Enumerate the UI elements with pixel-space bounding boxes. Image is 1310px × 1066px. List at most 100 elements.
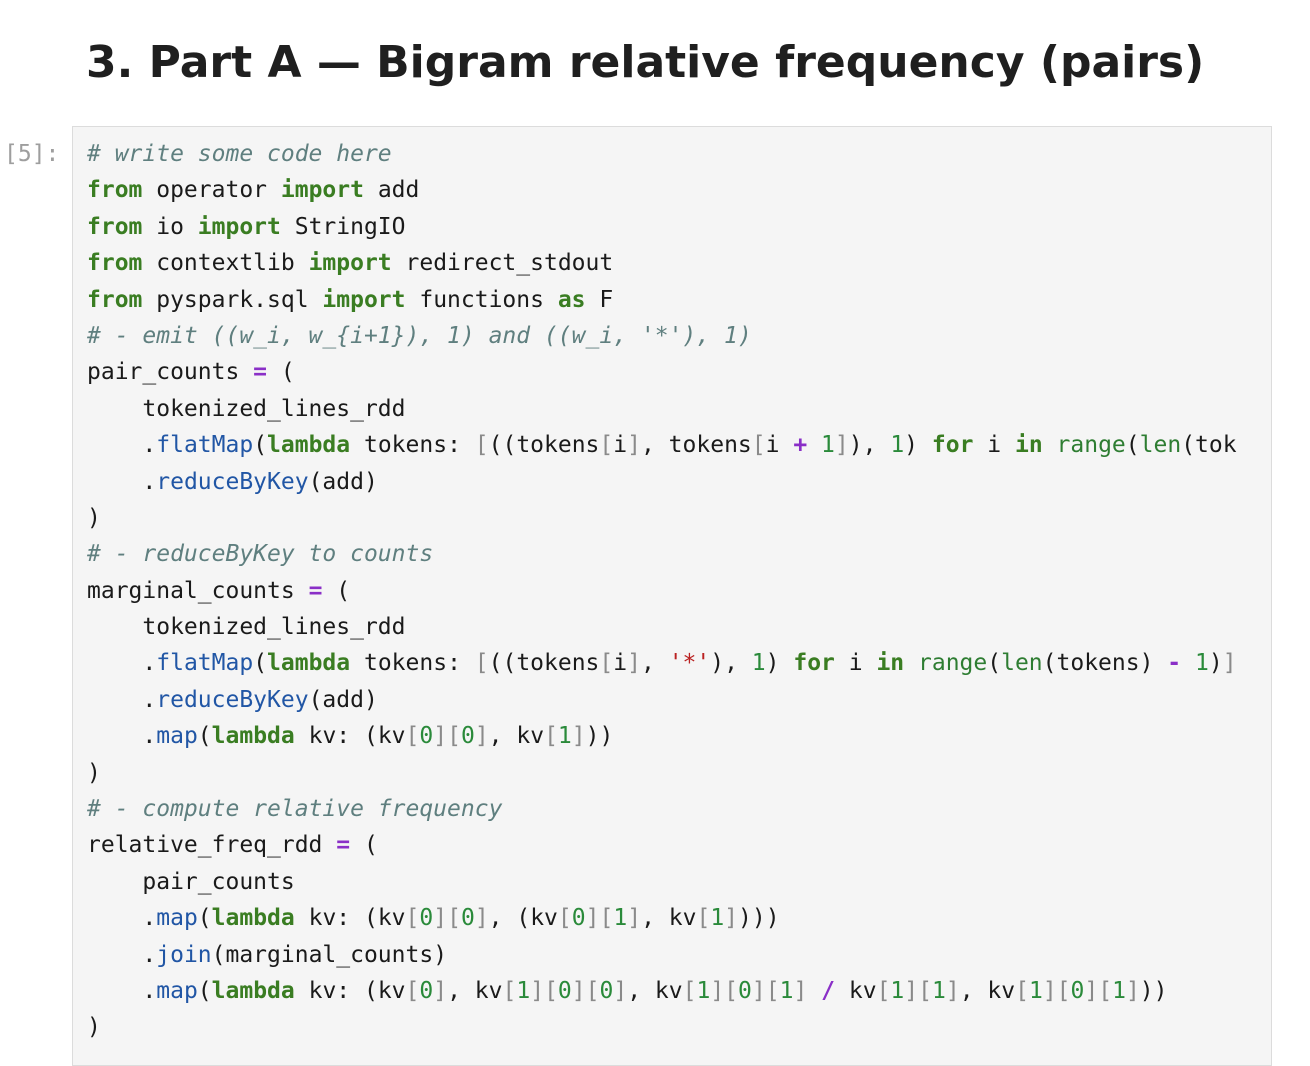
code-token: . (87, 686, 157, 713)
code-token: 1 (557, 723, 572, 750)
code-token: ] (474, 723, 489, 750)
code-token: ][ (710, 977, 739, 1004)
code-token: lambda (211, 977, 295, 1004)
code-token: 1 (1195, 650, 1209, 677)
code-token: 1 (890, 977, 905, 1004)
code-token: ), (848, 432, 891, 459)
code-token: pair_counts (87, 868, 295, 895)
code-token: , (640, 650, 669, 677)
code-token: ] (474, 905, 489, 932)
code-token: StringIO (280, 213, 406, 240)
code-token: i (765, 432, 794, 459)
code-token: , (kv (488, 905, 558, 932)
code-token: . (87, 905, 157, 932)
code-token: map (156, 977, 198, 1004)
code-line: .reduceByKey(add) (87, 682, 1237, 718)
code-token: reduceByKey (156, 468, 309, 495)
code-token: ) (87, 1014, 101, 1041)
code-token: = (308, 577, 323, 604)
code-token: join (156, 941, 212, 968)
code-token: as (557, 286, 586, 313)
code-token: ( (322, 577, 351, 604)
code-token: 0 (460, 905, 475, 932)
code-line: from pyspark.sql import functions as F (87, 282, 1237, 318)
code-token: kv (835, 977, 877, 1004)
code-token: ][ (1084, 977, 1113, 1004)
code-token: 1 (1028, 977, 1043, 1004)
code-token: [ (474, 432, 489, 459)
code-token: [ (405, 977, 420, 1004)
code-token: [ (557, 905, 572, 932)
code-token: '*' (668, 650, 711, 677)
code-token: [ (599, 650, 614, 677)
code-token: redirect_stdout (391, 250, 614, 277)
code-line: .join(marginal_counts) (87, 937, 1237, 973)
code-token: (tok (1181, 432, 1237, 459)
code-token: (add) (308, 686, 378, 713)
code-token: ] (945, 977, 960, 1004)
code-token: = (336, 832, 351, 859)
code-token: lambda (211, 723, 295, 750)
code-token: , kv (447, 977, 503, 1004)
code-token: ][ (571, 977, 600, 1004)
code-line: # - reduceByKey to counts (87, 536, 1237, 572)
code-line: .flatMap(lambda tokens: [((tokens[i], to… (87, 427, 1237, 463)
code-token: range (1056, 432, 1126, 459)
code-token: import (280, 177, 364, 204)
code-token: ( (253, 650, 268, 677)
code-token: (add) (308, 468, 378, 495)
code-token: ] (724, 905, 739, 932)
code-token: tokenized_lines_rdd (87, 395, 406, 422)
code-token: relative_freq_rdd (87, 832, 337, 859)
code-token (807, 978, 821, 1004)
code-token: 1 (890, 432, 905, 459)
code-token: 1 (1112, 977, 1126, 1004)
code-token: . (87, 432, 157, 459)
code-token: ][ (904, 977, 932, 1004)
code-token: 0 (460, 723, 475, 750)
code-token: len (1139, 432, 1182, 459)
code-token: [ (876, 977, 891, 1004)
code-token: in (876, 650, 905, 677)
code-token: ][ (585, 905, 614, 932)
code-token: lambda (267, 650, 351, 677)
code-token: len (1001, 650, 1043, 677)
code-token: i (613, 650, 628, 677)
code-token: 0 (419, 905, 434, 932)
code-token: )) (585, 723, 614, 750)
code-token: ( (253, 432, 268, 459)
code-token: add (363, 177, 420, 204)
code-token: ( (197, 977, 212, 1004)
code-token: (marginal_counts) (211, 941, 448, 968)
code-token: ((tokens (488, 650, 600, 677)
code-token: i (973, 432, 1015, 459)
code-token: 0 (419, 723, 434, 750)
code-token: ( (267, 359, 295, 386)
cell-execution-count: [5]: (4, 141, 60, 167)
code-token: [ (544, 723, 558, 750)
code-token: ] (627, 432, 641, 459)
code-token: range (918, 650, 988, 677)
code-token: , kv (488, 723, 545, 750)
code-token: , tokens (640, 432, 752, 459)
code-token: kv: (kv (294, 905, 406, 932)
code-token (1043, 432, 1057, 458)
code-line: # write some code here (87, 136, 1237, 172)
code-token: from (87, 250, 143, 277)
code-token: # - emit ((w_i, w_{i+1}), 1) and ((w_i, … (87, 322, 752, 349)
code-token: ][ (530, 977, 558, 1004)
code-token: (tokens) (1042, 650, 1168, 677)
code-line: tokenized_lines_rdd (87, 391, 1237, 427)
code-token: 1 (821, 432, 835, 459)
code-token: ))) (738, 905, 780, 932)
code-token: functions (405, 286, 558, 313)
code-token: ) (765, 650, 794, 677)
code-line: ) (87, 500, 1237, 536)
code-token: 0 (738, 977, 752, 1004)
code-token: ), (710, 650, 752, 677)
code-token: import (322, 286, 406, 313)
code-token: pyspark.sql (142, 286, 323, 313)
code-token: ] (1125, 977, 1140, 1004)
